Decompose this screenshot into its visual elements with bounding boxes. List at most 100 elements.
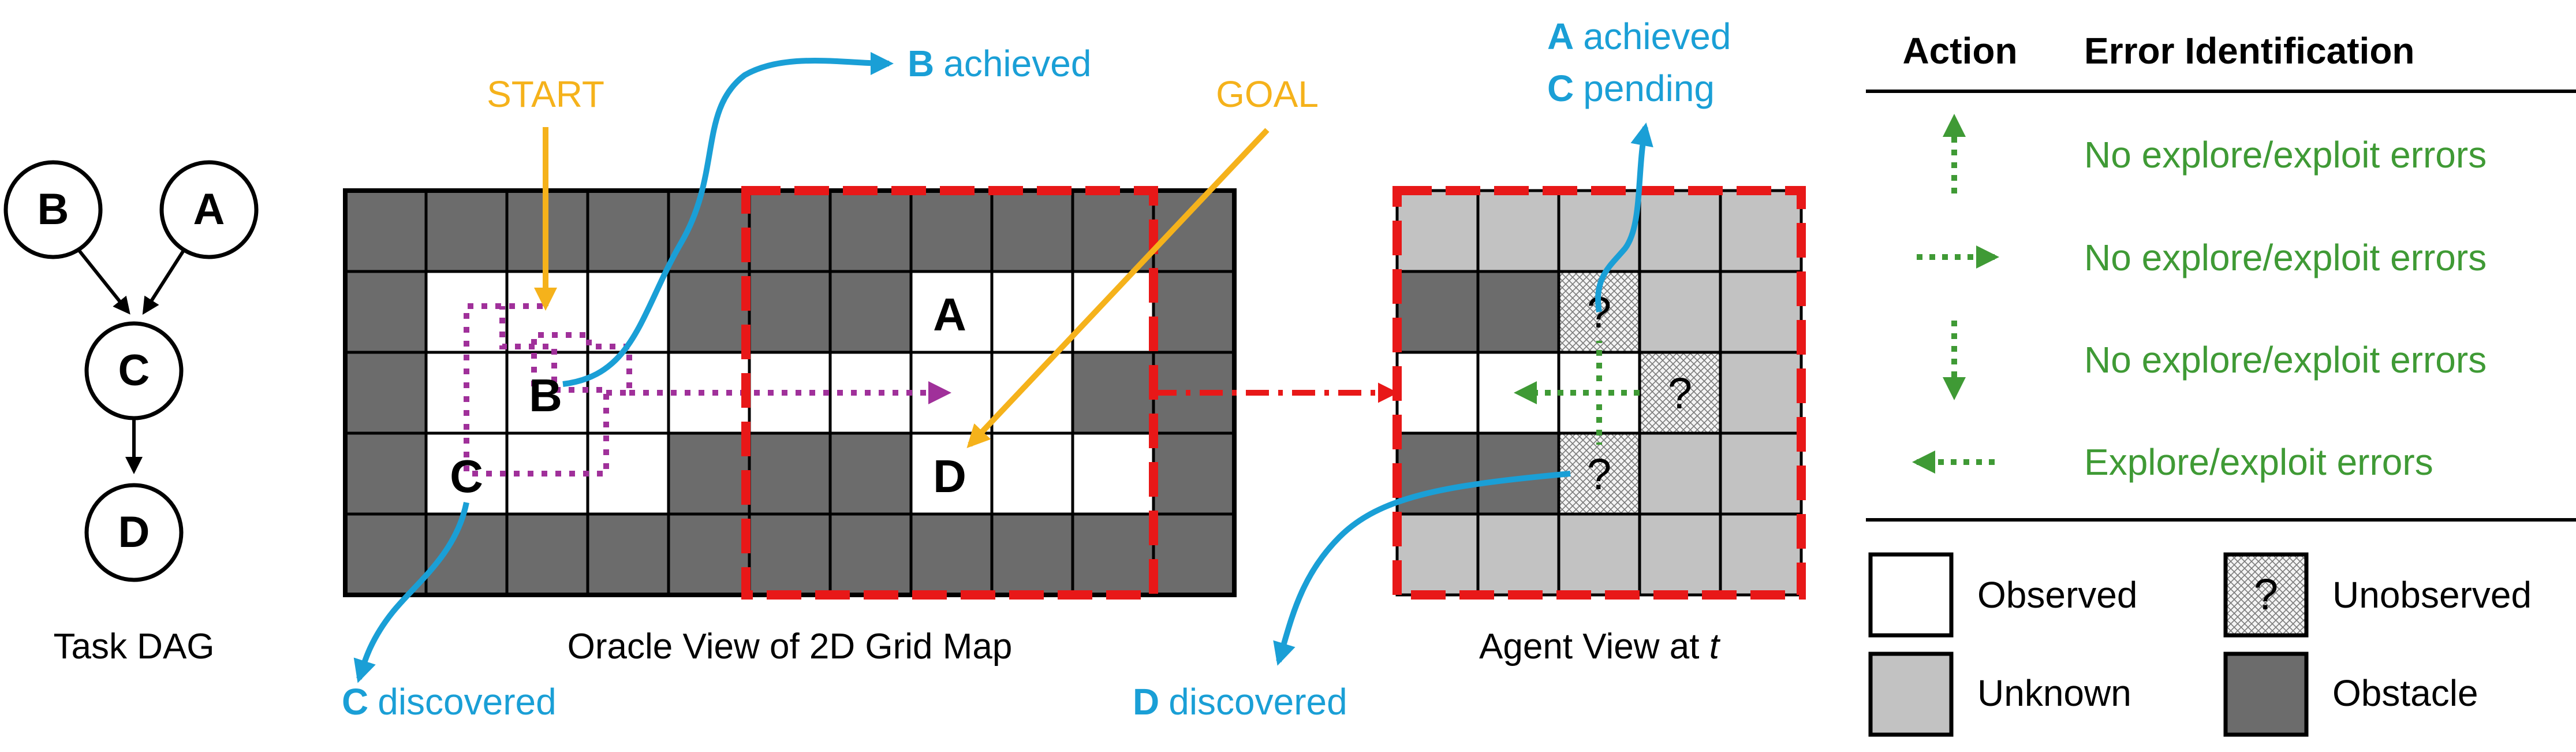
oracle-obstacle-cell: [667, 512, 751, 597]
legend-unobserved-mark: ?: [2254, 570, 2278, 619]
dag-edge-b-c: [69, 239, 130, 315]
oracle-obstacle-cell: [828, 512, 913, 597]
table-row-2-text: No explore/exploit errors: [2084, 237, 2487, 278]
oracle-obstacle-cell: [667, 431, 751, 516]
agent-unknown-cell: [1476, 512, 1560, 597]
oracle-observed-cell: [990, 351, 1074, 435]
dag-node-c-label: C: [118, 346, 150, 395]
legend-observed-swatch: [1868, 552, 1954, 638]
oracle-obstacle-cell: [586, 189, 670, 273]
agent-unknown-cell: [1638, 189, 1722, 273]
table-header-action: Action: [1902, 30, 2017, 72]
oracle-obstacle-cell: [748, 512, 832, 597]
start-label: START: [487, 73, 604, 115]
oracle-cell-b: B: [529, 370, 562, 421]
table-row-3-text: No explore/exploit errors: [2084, 339, 2487, 381]
agent-unobserved-mark: ?: [1587, 450, 1611, 499]
agent-unknown-cell: [1719, 270, 1803, 354]
agent-unobserved-cell: [1638, 351, 1722, 435]
oracle-observed-cell: [667, 351, 751, 435]
oracle-observed-cell: [586, 270, 670, 354]
oracle-obstacle-cell: [344, 512, 428, 597]
oracle-obstacle-cell: [748, 431, 832, 516]
oracle-obstacle-cell: [424, 189, 509, 273]
oracle-observed-cell: [748, 351, 832, 435]
b-achieved-arrow: [562, 51, 894, 387]
oracle-obstacle-cell: [586, 512, 670, 597]
agent-unknown-cell: [1395, 189, 1480, 273]
agent-obstacle-cell: [1476, 270, 1560, 354]
oracle-obstacle-cell: [1152, 431, 1236, 516]
legend: Observed ? Unobserved Unknown Obstacle: [1868, 552, 2532, 737]
oracle-obstacle-cell: [1152, 189, 1236, 273]
oracle-obstacle-cell: [990, 189, 1074, 273]
oracle-obstacle-cell: [1152, 270, 1236, 354]
oracle-cell-a: A: [933, 289, 966, 340]
oracle-obstacle-cell: [1071, 351, 1155, 435]
legend-obstacle-swatch: [2223, 652, 2309, 737]
oracle-obstacle-cell: [344, 351, 428, 435]
agent-obstacle-cell: [1395, 431, 1480, 516]
oracle-obstacle-cell: [667, 189, 751, 273]
agent-unobserved-mark: ?: [1668, 369, 1692, 418]
task-dag: B A C D Task DAG: [3, 160, 259, 667]
dag-node-b: [3, 160, 103, 259]
exploration-path: [464, 303, 609, 476]
agent-obstacle-cell: [1395, 270, 1480, 354]
dag-node-a-label: A: [193, 185, 225, 234]
oracle-obstacle-cell: [424, 512, 509, 597]
oracle-obstacle-cell: [344, 270, 428, 354]
agent-unknown-cell: [1395, 512, 1480, 597]
oracle-cell-d: D: [933, 451, 966, 502]
dag-edge-a-c: [142, 239, 192, 315]
agent-unknown-cell: [1557, 512, 1641, 597]
dag-node-d-label: D: [118, 508, 150, 557]
oracle-obstacle-cell: [828, 189, 913, 273]
agent-caption: Agent View at t: [1479, 627, 1721, 667]
oracle-obstacle-cell: [667, 270, 751, 354]
agent-unknown-cell: [1719, 431, 1803, 516]
oracle-caption: Oracle View of 2D Grid Map: [568, 627, 1013, 667]
agent-unknown-cell: [1638, 431, 1722, 516]
goal-arrow: [966, 128, 1270, 448]
action-error-table: Action Error Identification No explore/e…: [1866, 30, 2576, 522]
oracle-obstacle-cell: [748, 189, 832, 273]
oracle-observed-cell: [1071, 270, 1155, 354]
legend-unknown-label: Unknown: [1977, 672, 2131, 714]
oracle-observed-cell: [1071, 431, 1155, 516]
oracle-obstacle-cell: [344, 431, 428, 516]
oracle-obstacle-cell: [1071, 512, 1155, 597]
oracle-obstacle-cell: [828, 431, 913, 516]
oracle-obstacle-cell: [828, 270, 913, 354]
oracle-obstacle-cell: [1152, 512, 1236, 597]
dag-node-c: [84, 321, 184, 420]
oracle-observed-cell: [424, 351, 509, 435]
dag-node-d: [84, 483, 184, 582]
dag-node-a: [159, 160, 259, 259]
agent-grid-border: [1392, 186, 1806, 600]
oracle-observed-cell: [990, 270, 1074, 354]
oracle-obstacle-cell: [990, 512, 1074, 597]
agent-unknown-cell: [1719, 351, 1803, 435]
d-discovered-arrow: [1273, 471, 1571, 666]
legend-unknown-swatch: [1868, 652, 1954, 737]
oracle-observed-cell: [990, 431, 1074, 516]
legend-unobserved-label: Unobserved: [2332, 574, 2532, 616]
table-header-error: Error Identification: [2084, 30, 2415, 72]
oracle-cell-c: C: [450, 451, 483, 502]
oracle-obstacle-cell: [344, 189, 428, 273]
table-row-4-text: Explore/exploit errors: [2084, 441, 2433, 483]
agent-unknown-cell: [1719, 189, 1803, 273]
agent-unknown-cell: [1557, 189, 1641, 273]
oracle-observed-cell: [424, 431, 509, 516]
agent-unknown-cell: [1719, 512, 1803, 597]
oracle-obstacle-cell: [748, 270, 832, 354]
legend-unobserved-swatch: [2223, 552, 2309, 638]
